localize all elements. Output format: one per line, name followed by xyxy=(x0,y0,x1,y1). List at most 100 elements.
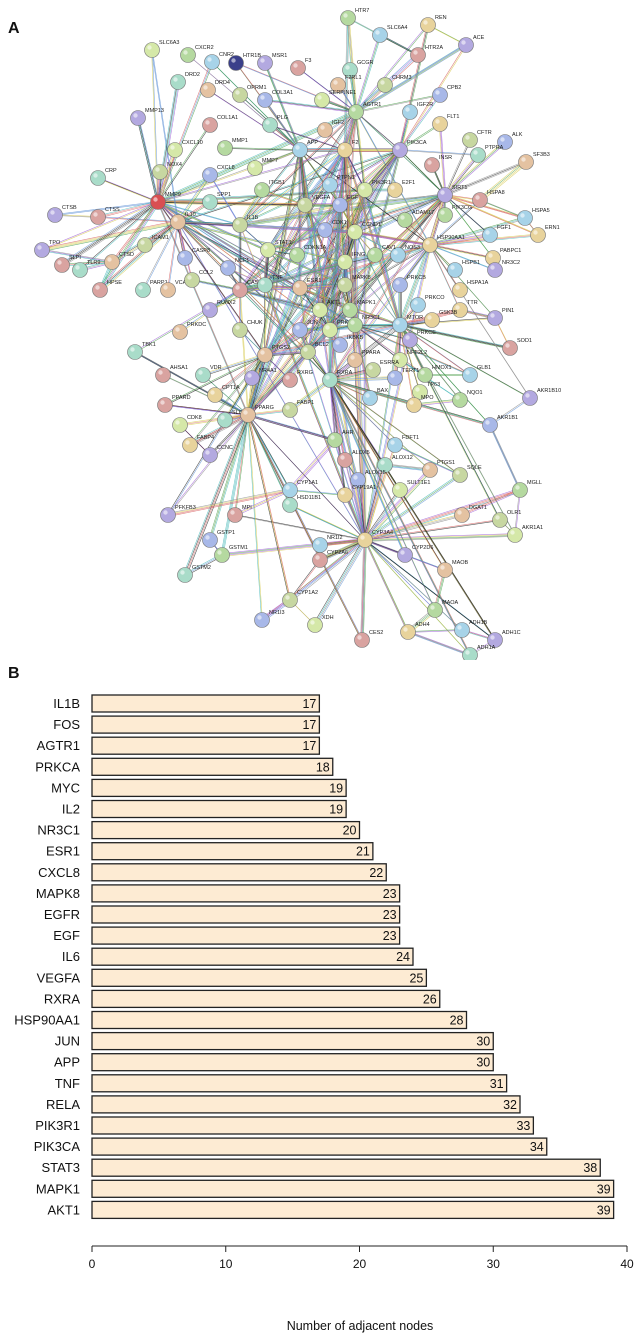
node-circle xyxy=(54,257,70,273)
network-edge xyxy=(430,245,494,260)
network-edge xyxy=(346,151,402,327)
network-edge xyxy=(239,149,300,225)
network-node: STAT3 xyxy=(260,240,291,258)
network-edge xyxy=(299,149,345,330)
network-edge xyxy=(429,244,460,310)
network-node: MPO xyxy=(406,395,434,413)
network-edge xyxy=(356,233,432,247)
network-edge xyxy=(364,474,461,541)
node-label: GLB1 xyxy=(477,365,491,371)
category-label: IL2 xyxy=(62,802,80,817)
network-edge xyxy=(135,352,249,416)
node-circle xyxy=(357,532,373,548)
network-edge xyxy=(330,380,360,481)
network-edge xyxy=(358,480,366,541)
network-node: SLPI xyxy=(54,255,81,273)
network-edge xyxy=(328,378,404,554)
node-circle xyxy=(327,432,343,448)
category-label: PRKCA xyxy=(35,759,80,774)
node-highlight xyxy=(500,137,505,142)
node-highlight xyxy=(235,90,240,95)
network-edge xyxy=(356,35,382,113)
network-edge xyxy=(135,290,241,353)
bar-rela xyxy=(91,1095,521,1114)
node-highlight xyxy=(415,387,420,392)
category-label: TNF xyxy=(55,1076,80,1091)
node-highlight xyxy=(205,305,210,310)
network-edge xyxy=(444,141,506,196)
node-highlight xyxy=(490,313,495,318)
network-edge xyxy=(60,200,157,264)
node-highlight xyxy=(153,197,158,202)
node-circle xyxy=(377,77,393,93)
network-edge xyxy=(355,325,426,376)
bar-stat3 xyxy=(91,1158,601,1177)
network-node: BCL2 xyxy=(300,342,329,360)
network-edge xyxy=(399,94,440,150)
network-edge xyxy=(354,43,466,112)
network-edge xyxy=(210,415,249,456)
network-edge xyxy=(42,222,179,251)
node-label: ALOX12 xyxy=(392,455,413,461)
network-edge xyxy=(190,415,249,446)
node-circle xyxy=(507,527,523,543)
network-edge xyxy=(178,222,346,264)
network-node: AHSA1 xyxy=(155,365,188,383)
node-highlight xyxy=(300,200,305,205)
node-label: F2 xyxy=(352,140,358,146)
network-node: CYP19A1 xyxy=(337,485,376,503)
network-edge xyxy=(399,244,430,325)
network-node: CTSB xyxy=(47,205,77,223)
network-edge xyxy=(301,151,307,207)
x-tick-label: 0 xyxy=(89,1257,96,1271)
network-edge xyxy=(344,149,356,233)
node-highlight xyxy=(395,355,400,360)
network-edge xyxy=(462,490,522,517)
network-edge xyxy=(202,354,266,376)
network-edge xyxy=(364,539,408,632)
node-highlight xyxy=(390,185,395,190)
network-node: CFTR xyxy=(462,130,492,148)
network-edge xyxy=(300,150,346,331)
network-edge xyxy=(445,162,528,197)
node-label: CDK1 xyxy=(332,220,347,226)
network-edge xyxy=(157,201,240,225)
node-circle xyxy=(204,54,220,70)
network-edge xyxy=(353,193,445,232)
node-label: FDFT1 xyxy=(402,435,419,441)
network-edge xyxy=(355,94,440,112)
node-highlight xyxy=(235,325,240,330)
node-highlight xyxy=(285,405,290,410)
bar-il6 xyxy=(91,947,414,966)
node-highlight xyxy=(465,135,470,140)
node-highlight xyxy=(425,465,430,470)
node-circle xyxy=(347,352,363,368)
network-edge xyxy=(208,90,301,151)
node-circle xyxy=(482,417,498,433)
network-edge xyxy=(139,119,160,204)
network-edge xyxy=(355,232,431,246)
network-edge xyxy=(328,148,344,329)
network-node: DRD4 xyxy=(200,80,230,98)
node-highlight xyxy=(265,120,270,125)
network-node: IGF2R xyxy=(402,102,433,120)
node-highlight xyxy=(315,540,320,545)
network-node: AKR1A1 xyxy=(507,525,543,543)
node-label: CYP2D6 xyxy=(412,545,433,551)
network-node: AKR1B10 xyxy=(522,388,561,406)
node-label: CXCR2 xyxy=(195,45,214,51)
node-label: SLC6A3 xyxy=(159,40,180,46)
network-edge xyxy=(438,123,445,195)
network-edge xyxy=(298,148,304,204)
node-label: COL3A1 xyxy=(272,90,293,96)
network-node: HMOX1 xyxy=(417,365,452,383)
node-label: ERN1 xyxy=(545,225,560,231)
node-label: PTGS2 xyxy=(272,345,290,351)
network-edge xyxy=(247,414,362,640)
node-highlight xyxy=(170,145,175,150)
network-node: VCAM1 xyxy=(160,280,194,298)
node-circle xyxy=(337,254,353,270)
bar-tnf xyxy=(91,1074,508,1093)
node-highlight xyxy=(93,173,98,178)
node-highlight xyxy=(461,40,466,45)
